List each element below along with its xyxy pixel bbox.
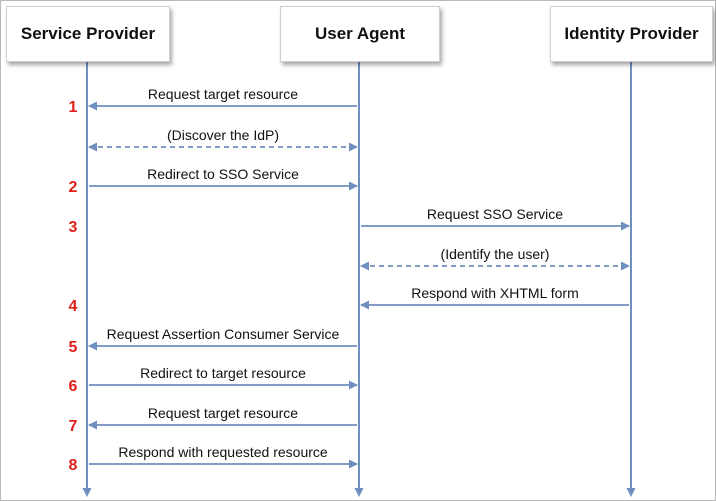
arrowhead xyxy=(621,261,630,271)
arrowhead xyxy=(349,142,358,152)
lifeline-arrow-idp xyxy=(626,488,636,497)
actor-identity-provider: Identity Provider xyxy=(550,6,713,62)
actor-label: Service Provider xyxy=(20,24,156,43)
step-number: 2 xyxy=(69,179,78,196)
message-label: (Identify the user) xyxy=(441,246,550,262)
step-number: 7 xyxy=(69,418,78,435)
actor-user-agent: User Agent xyxy=(280,6,440,62)
message-label: Redirect to target resource xyxy=(140,365,306,381)
step-number: 1 xyxy=(69,99,78,116)
arrowhead xyxy=(88,142,97,152)
lifeline-arrow-sp xyxy=(82,488,92,497)
arrowhead xyxy=(88,420,97,430)
message-label: Redirect to SSO Service xyxy=(147,166,299,182)
step-number: 4 xyxy=(69,298,78,315)
step-number: 3 xyxy=(69,219,78,236)
message-label: (Discover the IdP) xyxy=(167,127,279,143)
message-label: Request target resource xyxy=(148,86,298,102)
step-number: 6 xyxy=(69,378,78,395)
arrowhead xyxy=(88,341,97,351)
message-label: Request target resource xyxy=(148,405,298,421)
arrowhead xyxy=(349,181,358,191)
arrowhead xyxy=(621,221,630,231)
message-label: Request Assertion Consumer Service xyxy=(107,326,340,342)
message-label: Request SSO Service xyxy=(427,206,563,222)
actor-label: Identity Provider xyxy=(564,24,699,43)
arrowhead xyxy=(88,101,97,111)
lifeline-arrow-ua xyxy=(354,488,364,497)
arrowhead xyxy=(360,300,369,310)
step-number: 5 xyxy=(69,339,78,356)
message-label: Respond with requested resource xyxy=(118,444,328,460)
actor-label: User Agent xyxy=(314,24,406,43)
step-number: 8 xyxy=(69,457,78,474)
arrowhead xyxy=(349,459,358,469)
arrowhead xyxy=(360,261,369,271)
arrowhead xyxy=(349,380,358,390)
actor-service-provider: Service Provider xyxy=(6,6,170,62)
message-label: Respond with XHTML form xyxy=(411,285,579,301)
